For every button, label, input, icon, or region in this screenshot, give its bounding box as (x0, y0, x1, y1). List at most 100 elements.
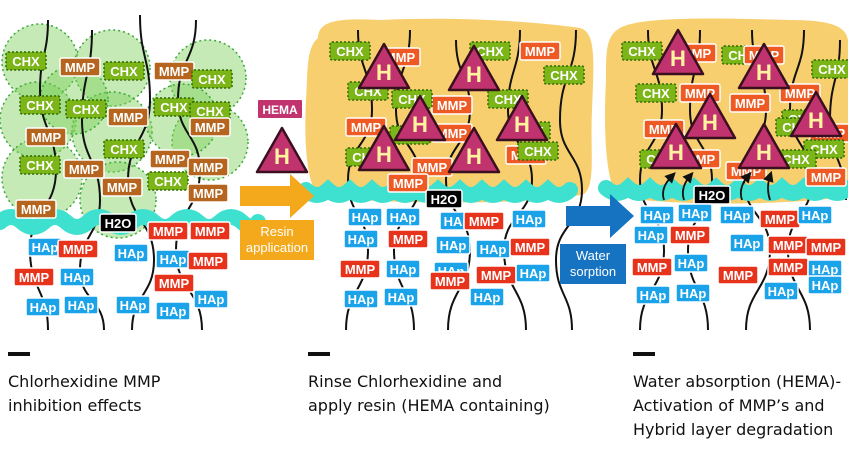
svg-text:MMP: MMP (159, 276, 190, 291)
svg-text:H2O: H2O (699, 188, 726, 203)
hema-legend: HEMA (258, 100, 302, 118)
svg-text:H: H (514, 112, 530, 137)
hap-label: HAp (639, 205, 675, 225)
svg-text:HAp: HAp (678, 256, 705, 271)
hap-label: HAp (677, 203, 713, 223)
svg-text:HAp: HAp (198, 292, 225, 307)
svg-text:CHX: CHX (782, 152, 810, 167)
mmp-inhibited-label: MMP (153, 61, 195, 81)
svg-text:CHX: CHX (26, 158, 54, 173)
mmp-inhibited-label: MMP (189, 117, 231, 137)
chx-label: CHX (103, 139, 145, 159)
caption-panel-2: Rinse Chlorhexidine and apply resin (HEM… (308, 372, 550, 415)
svg-text:CHX: CHX (494, 92, 522, 107)
hema-triangle: H (357, 42, 411, 90)
svg-text:HAp: HAp (644, 208, 671, 223)
svg-text:HAp: HAp (30, 300, 57, 315)
svg-text:CHX: CHX (154, 174, 182, 189)
svg-text:HAp: HAp (680, 286, 707, 301)
hema-triangle: H (393, 94, 447, 142)
svg-text:MMP: MMP (811, 240, 842, 255)
collagen-fiber (78, 29, 105, 331)
svg-text:CHX: CHX (818, 62, 846, 77)
mmp-inhibited-label: MMP (15, 199, 57, 219)
hap-label: HAp (155, 301, 191, 321)
hap-label: HAp (807, 275, 843, 295)
mmp-label: MMP (717, 265, 759, 285)
hap-label: HAp (63, 295, 99, 315)
hap-label: HAp (385, 259, 421, 279)
svg-text:HAp: HAp (352, 210, 379, 225)
svg-text:MMP: MMP (735, 96, 766, 111)
svg-text:HAp: HAp (480, 242, 507, 257)
svg-text:MMP: MMP (21, 202, 52, 217)
chx-label: CHX (329, 41, 371, 61)
svg-text:MMP: MMP (19, 270, 50, 285)
mmp-label: MMP (189, 221, 231, 241)
svg-text:CHX: CHX (26, 98, 54, 113)
svg-text:H: H (466, 144, 482, 169)
svg-text:MMP: MMP (773, 238, 804, 253)
svg-text:MMP: MMP (515, 240, 546, 255)
chx-label: CHX (517, 141, 559, 161)
svg-text:HAp: HAp (638, 228, 665, 243)
svg-text:HAp: HAp (802, 208, 829, 223)
mmp-label: MMP (519, 41, 561, 61)
collagen-fiber (686, 29, 714, 331)
mmp-label: MMP (475, 265, 517, 285)
svg-text:MMP: MMP (785, 86, 816, 101)
hema-triangle: H (651, 28, 705, 76)
svg-text:MMP: MMP (393, 176, 424, 191)
hema-triangle: H (357, 124, 411, 172)
svg-text:HAp: HAp (812, 278, 839, 293)
svg-text:MMP: MMP (195, 224, 226, 239)
svg-text:MMP: MMP (525, 44, 556, 59)
svg-text:H: H (376, 142, 392, 167)
hap-label: HAp (515, 263, 551, 283)
svg-text:MMP: MMP (469, 214, 500, 229)
svg-text:CHX: CHX (110, 64, 138, 79)
svg-text:sorption: sorption (570, 264, 616, 279)
mmp-label: MMP (387, 229, 429, 249)
svg-text:MMP: MMP (435, 274, 466, 289)
chx-label: CHX (153, 97, 195, 117)
hap-label: HAp (383, 287, 419, 307)
mmp-label: MMP (729, 93, 771, 113)
svg-text:HAp: HAp (388, 290, 415, 305)
mmp-label: MMP (187, 251, 229, 271)
svg-text:Water: Water (576, 248, 611, 263)
chx-label: CHX (189, 101, 231, 121)
hap-label: HAp (763, 281, 799, 301)
h2o-label: H2O (425, 189, 463, 209)
chx-label: CHX (103, 61, 145, 81)
svg-text:HAp: HAp (118, 246, 145, 261)
mmp-label: MMP (345, 117, 387, 137)
mmp-label: MMP (805, 167, 847, 187)
svg-text:HAp: HAp (640, 288, 667, 303)
svg-text:HAp: HAp (348, 292, 375, 307)
water-uptake-arrow (681, 171, 694, 201)
svg-text:MMP: MMP (107, 180, 138, 195)
hap-label: HAp (27, 237, 63, 257)
hap-label: HAp (435, 235, 471, 255)
hap-label: HAp (59, 267, 95, 287)
mmp-inhibited-label: MMP (149, 149, 191, 169)
hap-label: HAp (511, 209, 547, 229)
svg-text:MMP: MMP (113, 110, 144, 125)
hap-label: HAp (25, 297, 61, 317)
mmp-label: MMP (631, 257, 673, 277)
mmp-inhibited-label: MMP (101, 177, 143, 197)
svg-text:MMP: MMP (675, 228, 706, 243)
svg-text:MMP: MMP (193, 160, 224, 175)
mmp-label: MMP (387, 173, 429, 193)
svg-text:MMP: MMP (811, 170, 842, 185)
hema-triangle: H (737, 42, 791, 90)
hema-triangle: H (737, 122, 791, 170)
hap-label: HAp (635, 285, 671, 305)
hap-label: HAp (475, 239, 511, 259)
mmp-label: MMP (509, 237, 551, 257)
